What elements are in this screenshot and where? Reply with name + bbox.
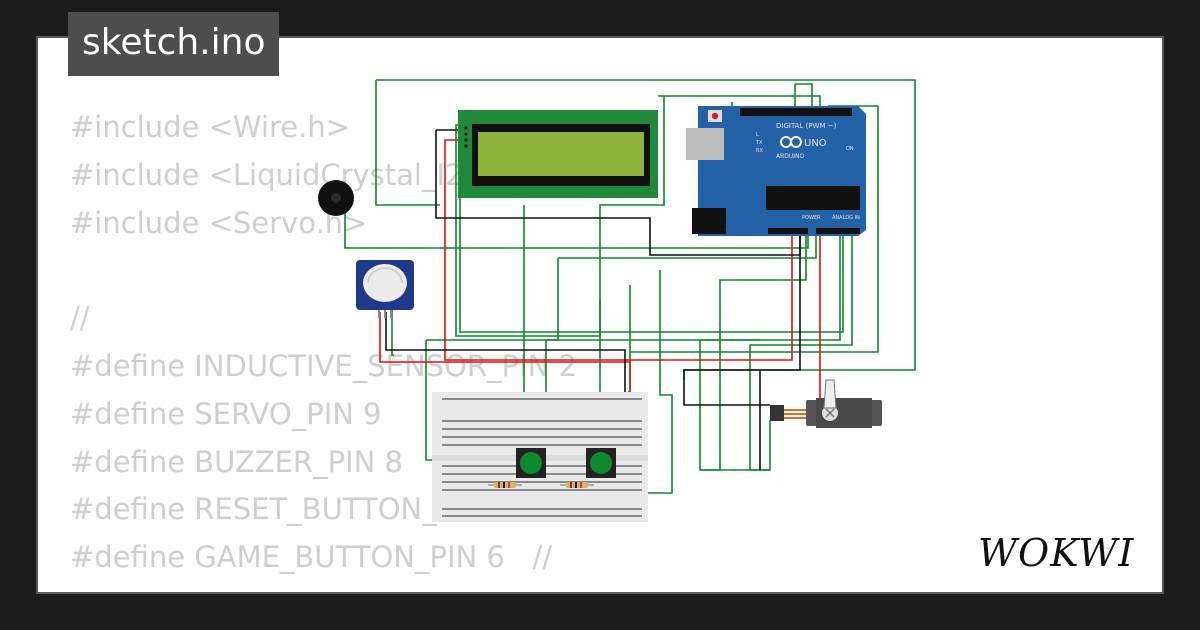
rx-label: RX: [756, 148, 763, 154]
code-line: #define BUZZER_PIN 8: [70, 444, 403, 479]
wire-black[interactable]: [683, 226, 801, 406]
tx-label: TX: [755, 140, 763, 146]
wire-green[interactable]: [700, 420, 771, 471]
pir-sensor-icon[interactable]: [356, 260, 414, 318]
code-line: #include <LiquidCrystal_I2: [70, 157, 464, 192]
wire-green[interactable]: [658, 95, 821, 110]
wire-red[interactable]: [444, 139, 793, 361]
wokwi-logo: WOKWI: [978, 531, 1134, 575]
sketch-title[interactable]: sketch.ino: [68, 12, 280, 76]
brand-uno: UNO: [804, 138, 827, 149]
wire-green[interactable]: [558, 226, 817, 259]
code-preview: #include <Wire.h> #include <LiquidCrystal…: [70, 104, 577, 592]
on-label: ON: [846, 146, 854, 152]
code-line: #define INDUCTIVE_SENSOR_PIN 2: [70, 348, 577, 383]
code-line: #define SERVO_PIN 9: [70, 396, 382, 431]
wire-black[interactable]: [385, 312, 626, 400]
arduino-uno-board[interactable]: DIGITAL (PWM ~) UNO ARDUINO POWER ANALOG…: [686, 106, 866, 236]
push-button-icon[interactable]: [516, 448, 546, 478]
wires: [344, 79, 916, 494]
resistor-icon[interactable]: [488, 482, 522, 488]
code-line: #define LED_PIN 13 // LED: [70, 582, 577, 592]
analog-label: ANALOG IN: [832, 215, 860, 221]
arduino-infinity-icon: [780, 136, 802, 148]
wire-green[interactable]: [391, 310, 394, 356]
wire-red[interactable]: [379, 312, 631, 392]
wokwi-wordmark: WOKWI: [978, 531, 1134, 575]
buzzer-icon[interactable]: [318, 180, 354, 216]
brand-arduino: ARDUINO: [776, 153, 805, 160]
code-line: #define GAME_BUTTON_PIN 6 //: [70, 540, 553, 575]
code-line: #define RESET_BUTTON_: [70, 492, 437, 527]
lcd-display[interactable]: [458, 110, 658, 198]
power-label: POWER: [802, 215, 821, 221]
wire-green[interactable]: [344, 190, 809, 249]
push-button-icon[interactable]: [586, 448, 616, 478]
code-line: [70, 247, 577, 295]
l-label: L: [756, 132, 759, 138]
wire-green[interactable]: [795, 83, 813, 110]
resistor-icon[interactable]: [560, 482, 594, 488]
wire-green[interactable]: [375, 80, 440, 206]
code-line: //: [70, 301, 90, 336]
code-line: #include <Wire.h>: [70, 110, 351, 144]
digital-label: DIGITAL (PWM ~): [776, 122, 837, 130]
servo-icon[interactable]: [770, 379, 882, 428]
